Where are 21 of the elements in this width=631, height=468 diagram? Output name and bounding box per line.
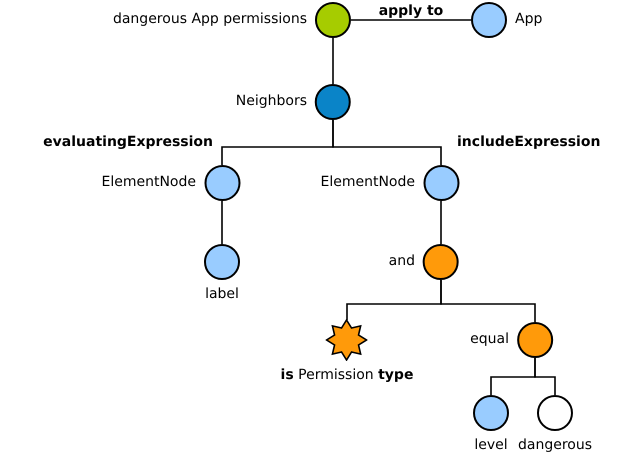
connector-line	[440, 280, 536, 322]
node-label: is Permission type	[280, 367, 414, 384]
node-label: equal	[470, 331, 509, 349]
node-label: dangerous App permissions	[112, 11, 307, 29]
connector-line	[332, 120, 442, 165]
connector-line	[332, 38, 334, 84]
node-label: dangerous	[518, 437, 592, 454]
connector-line	[221, 201, 223, 244]
node-label: and	[388, 253, 415, 271]
node-label: level	[474, 437, 508, 454]
edge-label: includeExpression	[455, 135, 602, 149]
node-label: ElementNode	[320, 174, 415, 192]
connector-line	[440, 201, 442, 244]
connector-line	[351, 19, 471, 21]
node-label: label	[205, 286, 239, 304]
edge-label: apply to	[376, 4, 446, 18]
edge-label: evaluatingExpression	[41, 135, 215, 149]
connector-line	[534, 358, 556, 395]
node-label: ElementNode	[102, 174, 196, 192]
node-label: App	[515, 11, 542, 29]
node-label: Neighbors	[236, 93, 307, 111]
